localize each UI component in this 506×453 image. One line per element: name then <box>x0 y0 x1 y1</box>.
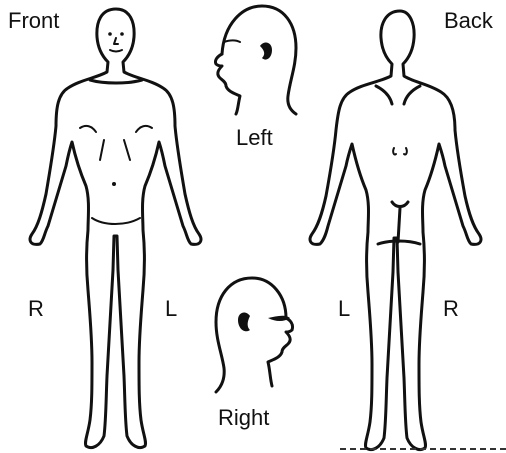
front-navel <box>112 182 116 186</box>
bottom-dashed-rule <box>340 448 506 450</box>
right-face-profile <box>268 318 293 386</box>
back-figure <box>310 11 481 450</box>
front-collar-line <box>90 80 142 83</box>
left-face-profile <box>215 54 240 114</box>
front-chest-left <box>80 126 96 132</box>
front-abdomen-left <box>100 140 104 160</box>
front-figure-outline <box>30 9 201 448</box>
front-figure <box>30 9 201 448</box>
back-scapula-left <box>376 86 392 104</box>
front-eye-left <box>120 32 124 36</box>
front-abdomen-right <box>124 140 130 160</box>
back-scapula-right <box>404 86 420 104</box>
left-ear <box>260 43 272 60</box>
front-chest-right <box>136 126 152 132</box>
right-eye-mark <box>268 316 290 321</box>
back-spine-lower <box>398 208 400 242</box>
back-figure-outline <box>310 11 481 450</box>
right-ear <box>238 313 250 332</box>
front-groin-line <box>92 218 140 224</box>
back-sacrum <box>392 202 408 207</box>
back-lumbar-left <box>393 148 396 155</box>
left-profile-head <box>215 6 296 114</box>
right-profile-head <box>216 278 293 392</box>
front-nose <box>114 38 118 44</box>
right-head-outline <box>216 278 286 392</box>
back-lumbar-right <box>404 148 407 155</box>
left-head-outline <box>222 6 296 114</box>
left-brow <box>224 41 240 43</box>
front-mouth <box>110 50 122 52</box>
front-eye-right <box>108 32 112 36</box>
